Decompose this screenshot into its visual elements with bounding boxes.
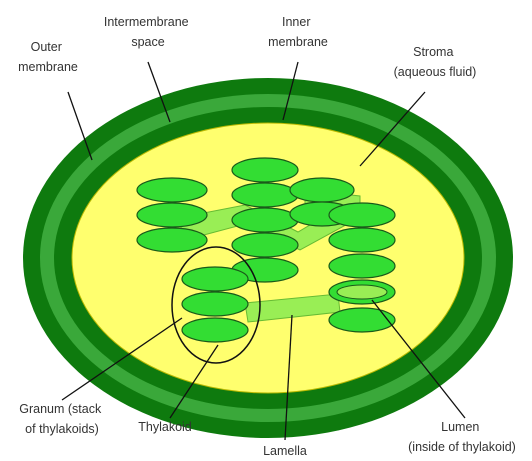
granum-center <box>232 158 298 282</box>
thylakoid-disc <box>329 308 395 332</box>
thylakoid-disc <box>329 228 395 252</box>
label-intermembrane-space: Intermembrane space <box>104 15 192 49</box>
thylakoid-disc <box>329 203 395 227</box>
label-granum: Granum (stack of thylakoids) <box>19 402 104 436</box>
thylakoid-disc <box>232 208 298 232</box>
granum-left <box>137 178 207 252</box>
thylakoid-disc <box>232 233 298 257</box>
label-lumen: Lumen (inside of thylakoid) <box>408 420 516 454</box>
thylakoid-disc <box>182 267 248 291</box>
label-outer-membrane: Outer membrane <box>18 40 78 74</box>
thylakoid-disc <box>290 178 354 202</box>
thylakoid-disc <box>182 318 248 342</box>
thylakoid-disc <box>137 178 207 202</box>
thylakoid-disc <box>329 254 395 278</box>
label-lamella: Lamella <box>263 444 307 458</box>
thylakoid-disc <box>232 183 298 207</box>
label-stroma: Stroma (aqueous fluid) <box>394 45 477 79</box>
granum-front <box>182 267 248 342</box>
label-thylakoid: Thylakoid <box>138 420 192 434</box>
thylakoid-disc <box>137 228 207 252</box>
thylakoid-disc <box>182 292 248 316</box>
label-inner-membrane: Inner membrane <box>268 15 328 49</box>
granum-right <box>329 203 395 332</box>
thylakoid-disc <box>232 158 298 182</box>
lumen-inner <box>337 285 387 299</box>
thylakoid-disc <box>137 203 207 227</box>
